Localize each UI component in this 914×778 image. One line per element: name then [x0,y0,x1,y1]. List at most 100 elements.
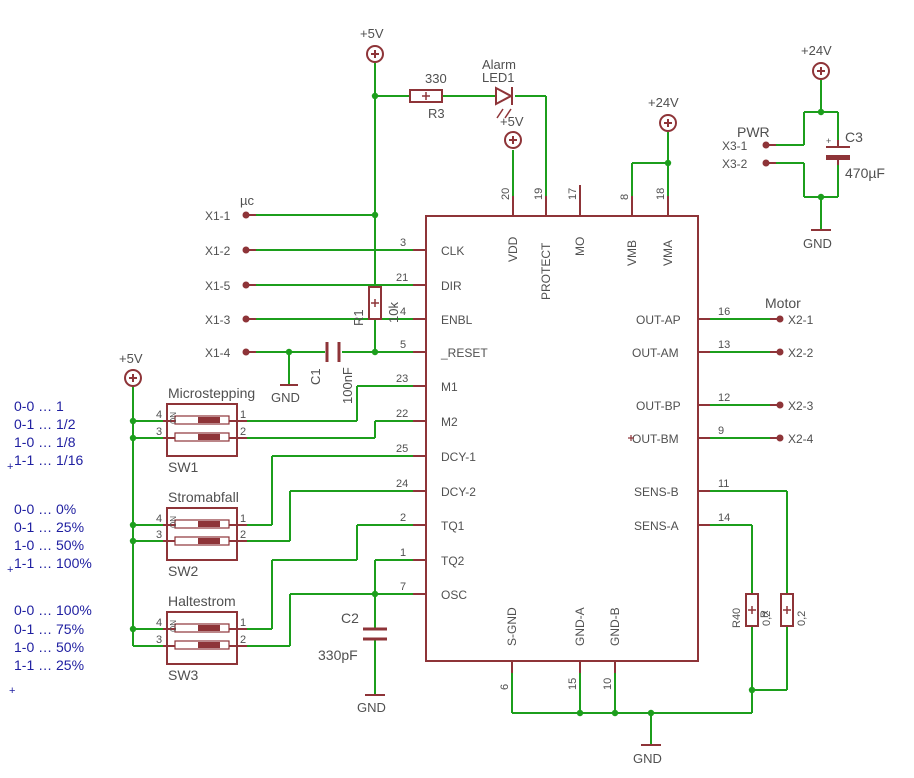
switch-pin-number: 2 [240,634,246,646]
part-name: R1 [351,309,366,326]
pin-number: 24 [396,478,408,490]
plus-mark: + [9,685,15,697]
polarity-mark: + [826,136,831,146]
settings-table-stromabfall: 0-0 … 0% 0-1 … 25% 1-0 … 50% 1-1 … 100% … [7,501,92,576]
capacitor-c3: + C3 470µF [826,129,885,181]
table-row: 0-1 … 75% [14,621,84,637]
pin-number: 7 [400,581,406,593]
switch-pin-number: 1 [240,409,246,421]
pin-name: VDD [506,236,520,262]
pin-number: 5 [400,339,406,351]
connector-pin-label: X3-1 [722,139,748,153]
pin-name: DCY-2 [441,485,476,499]
connector-pin-label: X3-2 [722,157,748,171]
connector-pin-label: X1-1 [205,209,231,223]
switch-on-label: ON [169,516,178,528]
table-row: 1-1 … 1/16 [14,452,83,468]
wires [132,63,839,745]
pin-number: 21 [396,272,408,284]
gnd-label: GND [357,700,386,715]
supply-label: +5V [500,114,524,129]
pin-name: S-GND [505,607,519,646]
table-row: 1-0 … 1/8 [14,434,76,450]
pin-number: 13 [718,339,730,351]
part-value: 0,2 [796,611,808,626]
gnd-main: GND [633,744,662,766]
part-name: R [759,610,771,618]
pin-name: DIR [441,279,462,293]
table-row: 0-0 … 0% [14,501,76,517]
pin-number: 14 [718,512,730,524]
connector-group-label: µc [240,193,254,208]
pin-name: OSC [441,588,467,602]
pin-name: MO [573,237,587,256]
table-row: 1-0 … 50% [14,537,84,553]
pin-number: 3 [400,237,406,249]
connector-pin-label: X2-3 [788,399,814,413]
pin-number: 18 [655,188,667,200]
connector-x1: µc X1-1 X1-2 X1-5 X1-3 X1-4 [205,193,256,360]
pin-name: DCY-1 [441,450,476,464]
settings-table-microstepping: 0-0 … 1 0-1 … 1/2 1-0 … 1/8 1-1 … 1/16 + [7,398,83,473]
dip-switch-sw2: Stromabfall 4 3 1 2 ON SW2 [156,489,247,579]
supply-5v-top: +5V [360,26,384,63]
switch-title: Stromabfall [168,489,239,505]
driver-ic: 3 CLK 21 DIR 4 ENBL 5 _RESET 23 M1 22 M2… [396,185,730,690]
switch-name: SW1 [168,459,199,475]
pin-number: 20 [500,188,512,200]
part-value: 0,2 [761,611,773,626]
connector-pin-label: X1-4 [205,346,231,360]
dip-switch-sw3: Haltestrom 4 3 1 2 ON SW3 [156,593,247,683]
pin-number: 9 [718,425,724,437]
pin-name: ENBL [441,313,473,327]
dip-switch-sw1: Microstepping 4 3 1 2 ON SW1 [156,385,255,475]
part-name: LED1 [482,70,515,85]
pin-name: PROTECT [539,242,553,300]
connector-pin-label: X2-4 [788,432,814,446]
gnd-label: GND [271,390,300,405]
resistor-r-b: R 0,2 [759,593,808,627]
settings-table-haltestrom: 0-0 … 100% 0-1 … 75% 1-0 … 50% 1-1 … 25%… [9,602,92,697]
resistor-r3: 330 R3 [409,71,447,121]
pin-number: 1 [400,547,406,559]
gnd-c2: GND [357,694,386,715]
switch-name: SW3 [168,667,199,683]
supply-label: +24V [801,43,832,58]
part-value: 10k [386,302,401,323]
part-value: 330 [425,71,447,86]
capacitor-c1: C1 100nF [308,342,355,404]
part-name: C1 [308,368,323,385]
led-label: Alarm [482,57,516,72]
pin-name: VMA [661,240,675,266]
pin-name: _RESET [440,346,488,360]
table-row: 0-1 … 1/2 [14,416,76,432]
part-value: 100nF [340,367,355,404]
pin-number: 11 [718,478,729,490]
table-row: 1-1 … 100% [14,555,92,571]
switch-title: Microstepping [168,385,255,401]
part-value: 470µF [845,165,885,181]
pin-name: GND-B [608,607,622,646]
table-row: 1-0 … 50% [14,639,84,655]
supply-5v-vdd: +5V [500,114,524,149]
pin-number: 8 [619,194,631,200]
pin-number: 4 [400,306,406,318]
part-name: R3 [428,106,445,121]
supply-24v-pwr: +24V [801,43,832,80]
resistor-r40: R40 0,2 [731,593,773,628]
connector-x2: Motor X2-1 X2-2 X2-3 X2-4 [765,295,814,446]
junctions [129,92,825,717]
pin-name: GND-A [573,607,587,646]
capacitor-c2: C2 330pF [318,610,387,663]
switch-pin-number: 1 [240,617,246,629]
switch-pin-number: 4 [156,617,162,629]
pin-name: OUT-BM [632,432,679,446]
gnd-c3: GND [803,229,832,251]
switch-pin-number: 2 [240,529,246,541]
switch-pin-number: 3 [156,634,162,646]
switch-pin-number: 3 [156,529,162,541]
connector-pin-label: X2-2 [788,346,814,360]
pin-number: 12 [718,392,730,404]
gnd-label: GND [803,236,832,251]
